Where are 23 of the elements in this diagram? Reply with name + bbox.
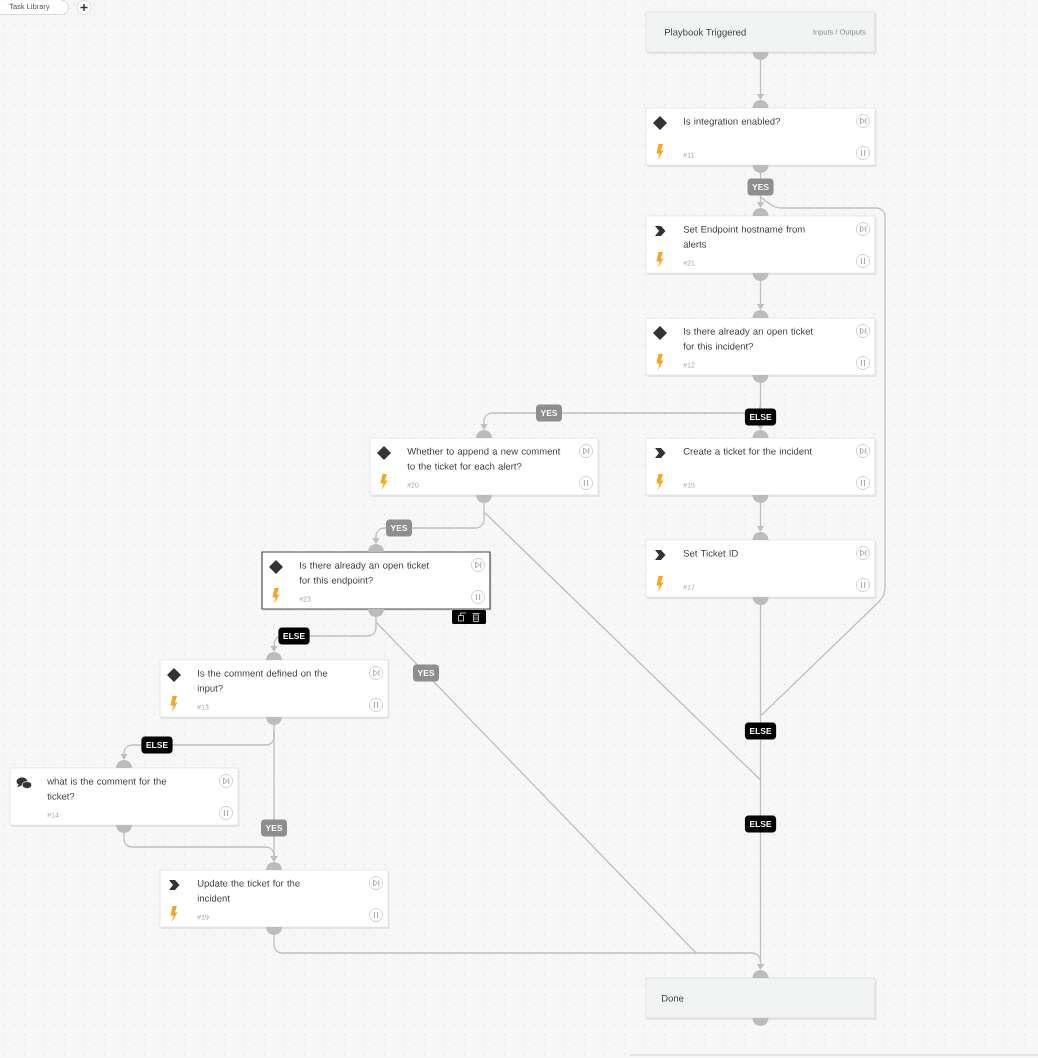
task-title: Update the ticket for the incident <box>197 879 300 902</box>
connector-line <box>483 502 485 513</box>
task-title: Set Endpoint hostname from alerts <box>683 225 805 248</box>
task-title: Is there already an open ticket for this incident? <box>683 327 813 350</box>
task-title: what is the comment for the ticket? <box>47 777 167 800</box>
connector-line <box>483 511 762 781</box>
task-title: Set Ticket ID <box>683 549 738 557</box>
connector-line <box>375 621 697 954</box>
task-title: Is integration enabled? <box>684 117 780 127</box>
connector-line <box>375 616 377 623</box>
task-title: Is there already an open ticket for this endpoint? <box>299 561 429 586</box>
task-title: Create a ticket for the incident <box>683 447 812 455</box>
arrow <box>123 832 278 862</box>
task-title: Whether to append a new comment to the ticket for each alert? <box>407 447 561 470</box>
task-title: Is the comment defined on the input? <box>197 669 328 694</box>
connector-line <box>759 196 886 717</box>
step-title: Playbook Triggered <box>665 28 746 38</box>
connector-line <box>273 934 697 954</box>
connector-line <box>759 382 762 401</box>
connector-line <box>759 604 762 717</box>
step-title: Done <box>662 995 684 1002</box>
connector-line <box>695 952 762 963</box>
connector-line <box>273 724 275 733</box>
